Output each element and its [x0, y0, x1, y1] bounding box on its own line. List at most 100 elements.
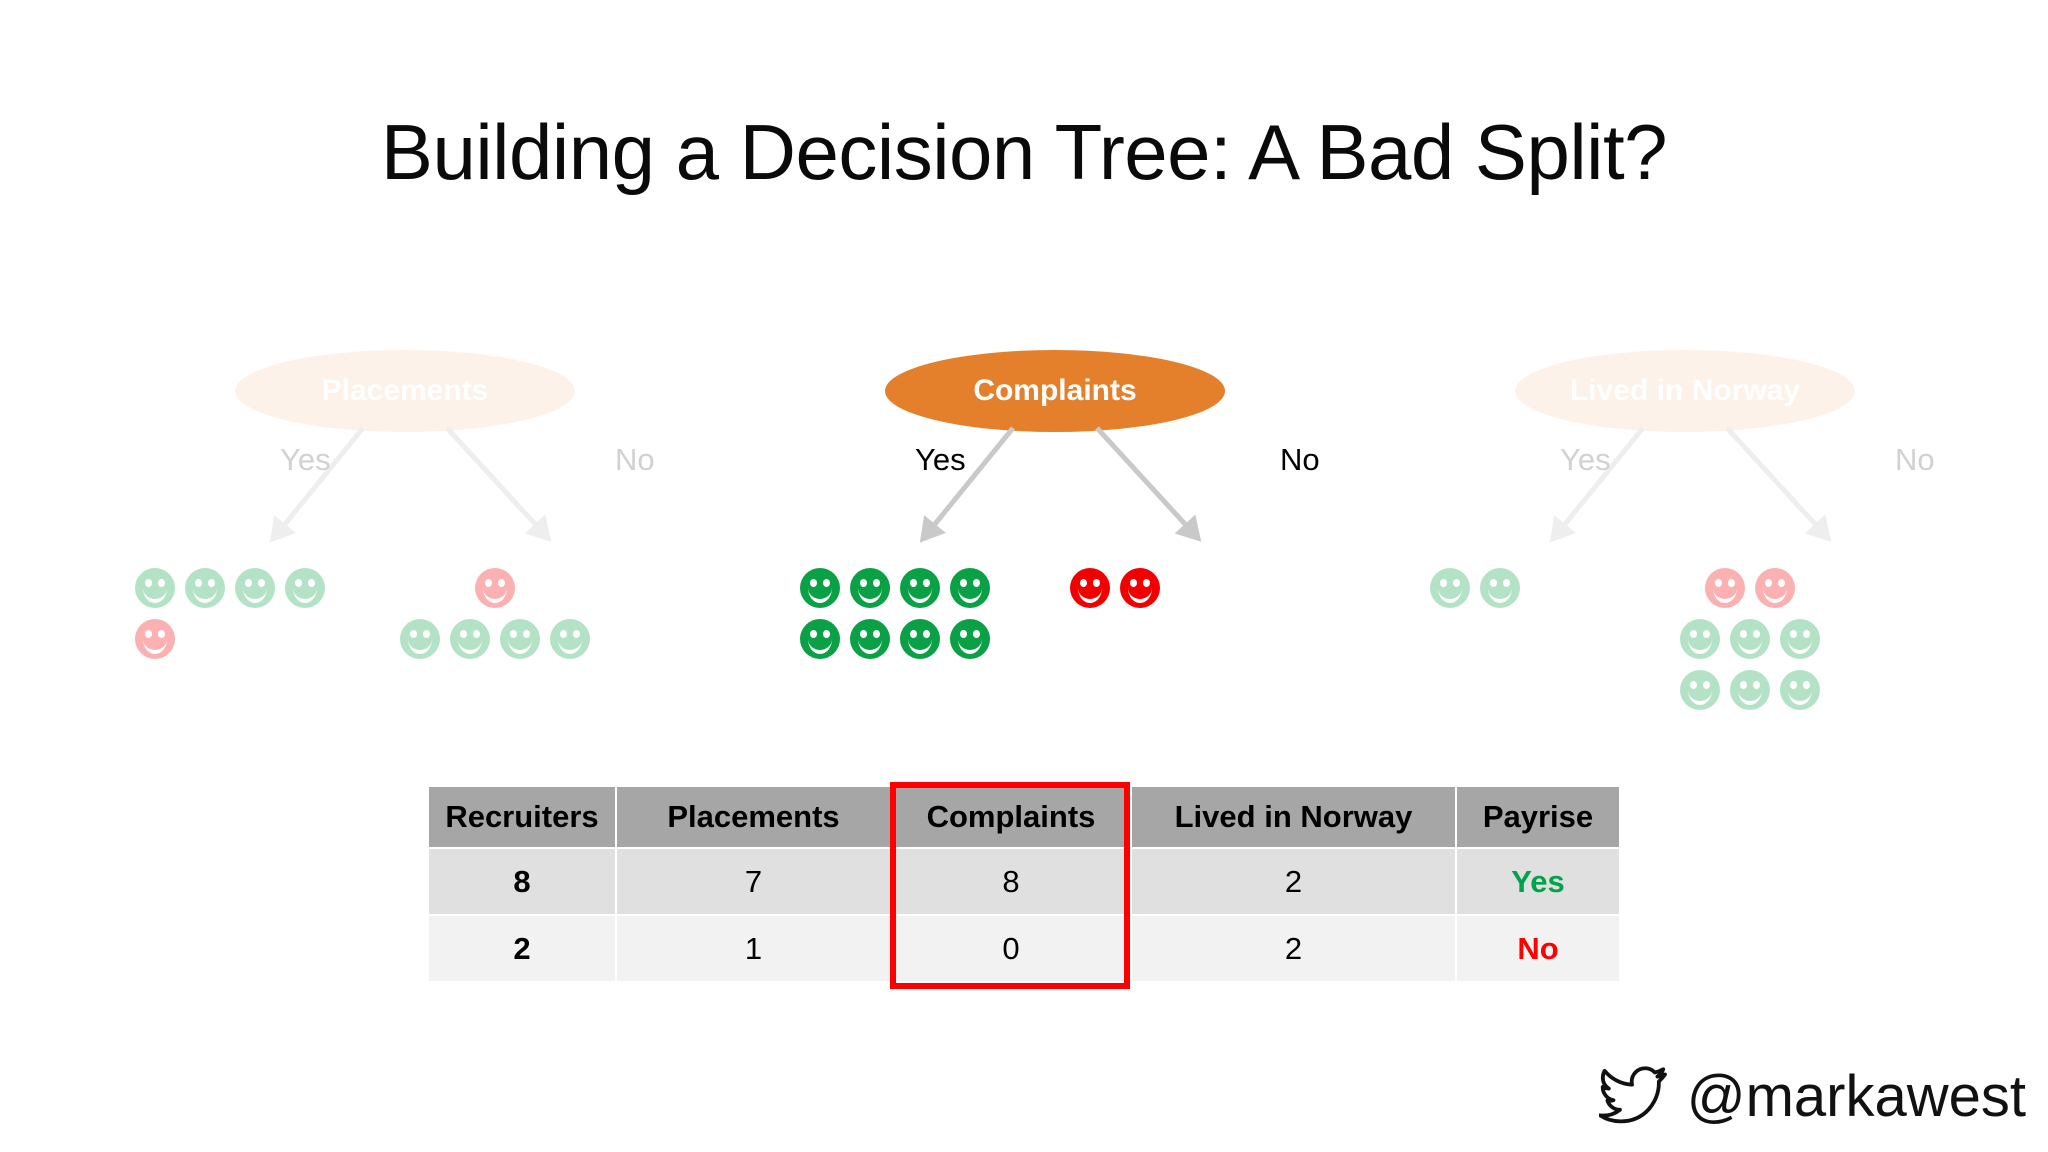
cell-complaints: 0 [890, 914, 1132, 983]
sad-face-icon [1070, 568, 1110, 608]
face-eye-right [308, 579, 315, 587]
arrow-line-yes [283, 426, 365, 526]
face-mouth [958, 588, 982, 603]
face-eye-left [195, 579, 202, 587]
face-eye-right [823, 630, 830, 638]
cell-lived-in-norway: 2 [1130, 914, 1457, 983]
happy-face-icon [900, 619, 940, 659]
face-eye-right [208, 579, 215, 587]
happy-face-icon [450, 619, 490, 659]
face-mouth [808, 639, 832, 654]
table-row: 8 7 8 2 Yes [427, 847, 1621, 916]
face-mouth [1488, 588, 1512, 603]
arrow-head-no [524, 514, 552, 542]
face-eye-left [1715, 579, 1722, 587]
face-eye-left [860, 579, 867, 587]
happy-face-icon [800, 619, 840, 659]
face-eye-left [485, 579, 492, 587]
branch-label-yes: Yes [915, 442, 966, 477]
column-header-complaints[interactable]: Complaints [890, 785, 1132, 849]
happy-face-icon [1780, 619, 1820, 659]
face-row [1680, 568, 1820, 608]
face-eye-left [1690, 681, 1697, 689]
branch-arrows [269, 426, 552, 543]
happy-face-icon [550, 619, 590, 659]
face-mouth [1688, 690, 1712, 705]
face-row [1070, 568, 1160, 608]
column-header-payrise[interactable]: Payrise [1455, 785, 1621, 849]
face-row [135, 619, 175, 659]
face-eye-right [1703, 630, 1710, 638]
face-mouth [483, 588, 507, 603]
tree-node-label: Complaints [973, 374, 1137, 408]
cell-recruiters: 8 [427, 847, 617, 916]
face-row [1430, 568, 1520, 608]
face-eye-right [158, 579, 165, 587]
tree-node-placements[interactable]: Placements [235, 350, 575, 432]
face-mouth [808, 588, 832, 603]
happy-face-icon [500, 619, 540, 659]
face-eye-right [873, 630, 880, 638]
face-mouth [908, 588, 932, 603]
column-header-placements[interactable]: Placements [615, 785, 892, 849]
face-eye-left [460, 630, 467, 638]
arrow-line-yes [1563, 426, 1645, 526]
face-eye-left [910, 579, 917, 587]
column-header-recruiters[interactable]: Recruiters [427, 785, 617, 849]
face-eye-right [1143, 579, 1150, 587]
cell-payrise: No [1455, 914, 1621, 983]
face-row [400, 619, 590, 659]
face-mouth [858, 639, 882, 654]
face-eye-left [1740, 630, 1747, 638]
face-eye-right [1753, 681, 1760, 689]
arrow-line-no [1095, 426, 1187, 526]
face-mouth [908, 639, 932, 654]
happy-face-icon [950, 619, 990, 659]
face-eye-right [1753, 630, 1760, 638]
twitter-handle-text: @markawest [1686, 1064, 2026, 1129]
face-row [400, 568, 590, 608]
face-eye-left [1440, 579, 1447, 587]
cell-complaints: 8 [890, 847, 1132, 916]
sad-face-icon [135, 619, 175, 659]
sad-face-icon [475, 568, 515, 608]
face-cluster-no [400, 568, 590, 659]
face-eye-left [960, 579, 967, 587]
footer-twitter-handle: @markawest [1598, 1063, 2026, 1130]
sad-face-icon [1705, 568, 1745, 608]
face-eye-right [973, 579, 980, 587]
tree-node-label: Placements [321, 374, 489, 408]
face-mouth [458, 639, 482, 654]
table-header: Recruiters Placements Complaints Lived i… [427, 785, 1621, 849]
face-eye-right [923, 579, 930, 587]
happy-face-icon [1480, 568, 1520, 608]
face-mouth [193, 588, 217, 603]
happy-face-icon [1780, 670, 1820, 710]
data-table: Recruiters Placements Complaints Lived i… [427, 785, 1621, 983]
cell-lived-in-norway: 2 [1130, 847, 1457, 916]
face-row [135, 568, 325, 608]
face-row [1680, 670, 1820, 710]
face-mouth [958, 639, 982, 654]
tree-node-label: Lived in Norway [1569, 374, 1801, 408]
face-cluster-no [1070, 568, 1160, 608]
face-cluster-yes [1430, 568, 1520, 608]
tree-node-lived-in-norway[interactable]: Lived in Norway [1515, 350, 1855, 432]
face-eye-right [1703, 681, 1710, 689]
happy-face-icon [1430, 568, 1470, 608]
face-mouth [1763, 588, 1787, 603]
happy-face-icon [900, 568, 940, 608]
face-eye-right [258, 579, 265, 587]
face-eye-right [1778, 579, 1785, 587]
face-mouth [1788, 639, 1812, 654]
arrow-head-yes [1549, 515, 1576, 543]
face-eye-left [1690, 630, 1697, 638]
happy-face-icon [1730, 670, 1770, 710]
tree-node-complaints[interactable]: Complaints [885, 350, 1225, 432]
face-eye-left [1490, 579, 1497, 587]
column-header-lived-in-norway[interactable]: Lived in Norway [1130, 785, 1457, 849]
happy-face-icon [135, 568, 175, 608]
arrow-line-yes [933, 426, 1015, 526]
happy-face-icon [950, 568, 990, 608]
face-mouth [1688, 639, 1712, 654]
